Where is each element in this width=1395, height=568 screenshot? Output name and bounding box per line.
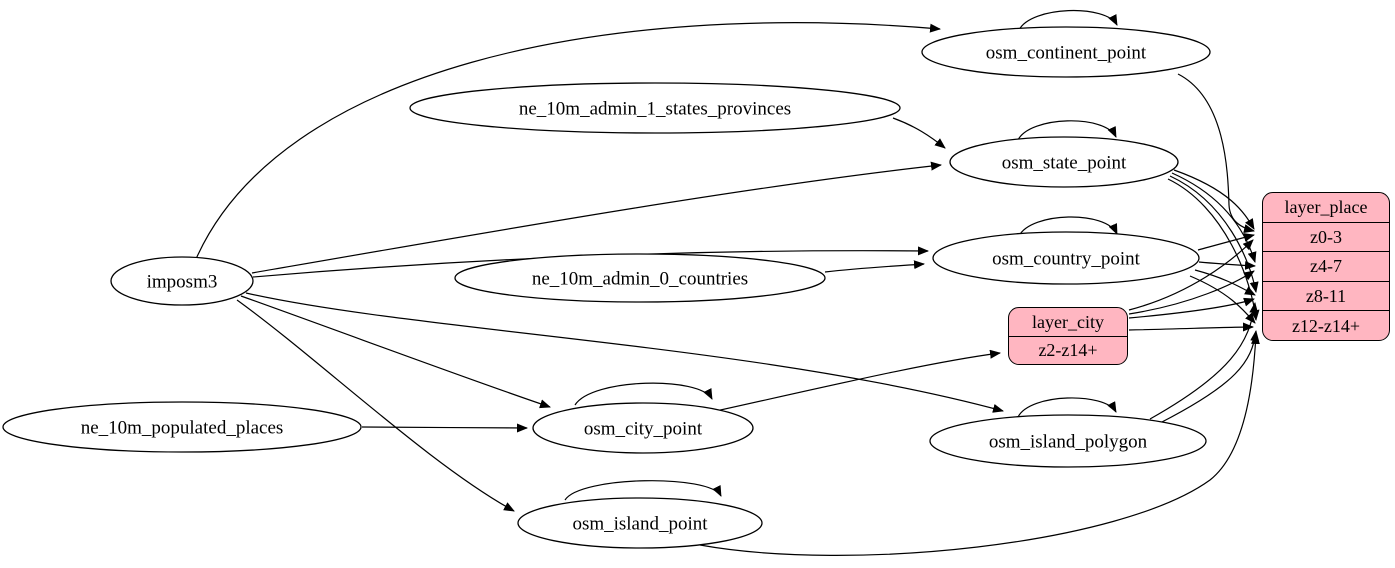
- record-layer_place: layer_place z0-3 z4-7 z8-11 z12-z14+: [1262, 192, 1390, 341]
- edge-imposm3-osm_state_point: [251, 161, 942, 274]
- edge-osm_country_point-layer_place-z12-z14: [1189, 275, 1256, 324]
- edge-osm_continent_point-layer_place-z0-3: [1177, 73, 1255, 233]
- node-ne_10m_admin_0_countries: ne_10m_admin_0_countries: [454, 253, 826, 303]
- selfloop-osm_island_polygon: [1017, 397, 1117, 418]
- node-osm_state_point-label: osm_state_point: [1002, 152, 1127, 173]
- record-layer_place-title: layer_place: [1284, 197, 1368, 218]
- edge-osm_state_point-layer_place-z4-7: [1171, 172, 1257, 263]
- node-ne_10m_admin_1_states_provinces-label: ne_10m_admin_1_states_provinces: [519, 98, 791, 119]
- edge-layer_city-layer_place-z12-z14: [1128, 322, 1254, 332]
- node-ne_10m_admin_0_countries-label: ne_10m_admin_0_countries: [532, 268, 748, 289]
- node-imposm3-label: imposm3: [147, 271, 218, 292]
- edge-osm_country_point-layer_place-z0-3: [1197, 233, 1255, 251]
- edge-osm_island_point-layer_place-z12-z14: [699, 333, 1260, 556]
- selfloop-osm_country_point: [1018, 216, 1118, 237]
- edge-osm_island_polygon-layer_place-z8-11: [1149, 302, 1259, 420]
- edge-layer_city-layer_place-z4-7: [1128, 270, 1255, 315]
- record-layer_city: layer_city z2-z14+: [1008, 307, 1128, 365]
- node-osm_city_point: osm_city_point: [532, 402, 754, 454]
- selfloop-osm_island_point: [564, 480, 722, 501]
- edge-ne_10m_admin_1_states_provinces-osm_state_point: [892, 117, 946, 149]
- node-osm_island_polygon: osm_island_polygon: [929, 414, 1207, 468]
- node-ne_10m_admin_1_states_provinces: ne_10m_admin_1_states_provinces: [409, 82, 901, 134]
- node-osm_state_point: osm_state_point: [949, 136, 1179, 188]
- selfloop-osm_continent_point: [1018, 10, 1118, 31]
- node-osm_island_point-label: osm_island_point: [572, 513, 708, 534]
- edge-layer_city-layer_place-z8-11: [1128, 297, 1255, 319]
- node-osm_continent_point-label: osm_continent_point: [986, 42, 1147, 63]
- node-osm_island_polygon-label: osm_island_polygon: [989, 431, 1148, 452]
- record-layer_place-row-z8-11: z8-11: [1263, 280, 1389, 311]
- edge-group: [195, 10, 1260, 556]
- record-layer_city-title: layer_city: [1032, 311, 1104, 332]
- node-osm_country_point: osm_country_point: [932, 231, 1200, 285]
- node-ne_10m_populated_places: ne_10m_populated_places: [2, 401, 362, 453]
- record-layer_place-row-z0-3: z0-3: [1263, 221, 1389, 252]
- edge-osm_country_point-layer_place-z4-7: [1198, 260, 1256, 270]
- node-ne_10m_populated_places-label: ne_10m_populated_places: [81, 417, 284, 438]
- edge-ne_10m_admin_0_countries-osm_country_point: [824, 260, 925, 273]
- edge-ne_10m_populated_places-osm_city_point: [361, 423, 528, 433]
- record-layer_place-row-z4-7: z4-7: [1263, 251, 1389, 281]
- edge-imposm3-osm_island_polygon: [245, 292, 1004, 413]
- selfloop-osm_city_point: [574, 382, 713, 406]
- record-layer_city-row-z2-z14: z2-z14+: [1009, 335, 1127, 365]
- node-osm_country_point-label: osm_country_point: [992, 248, 1140, 269]
- selfloop-osm_state_point: [1017, 120, 1117, 141]
- edge-layer_city-layer_place-z0-3: [1128, 239, 1254, 311]
- node-imposm3: imposm3: [110, 256, 254, 306]
- edge-osm_state_point-layer_place-z0-3: [1173, 169, 1255, 230]
- edge-osm_city_point-layer_city-z2-z14: [715, 349, 1001, 412]
- node-osm_city_point-label: osm_city_point: [584, 418, 703, 439]
- edge-imposm3-osm_city_point: [240, 295, 551, 409]
- node-osm_continent_point: osm_continent_point: [921, 26, 1211, 78]
- node-osm_island_point: osm_island_point: [517, 497, 763, 549]
- edge-imposm3-osm_continent_point: [195, 22, 941, 260]
- record-layer_place-row-z12-z14: z12-z14+: [1263, 310, 1389, 340]
- edge-imposm3-osm_island_point: [236, 299, 515, 512]
